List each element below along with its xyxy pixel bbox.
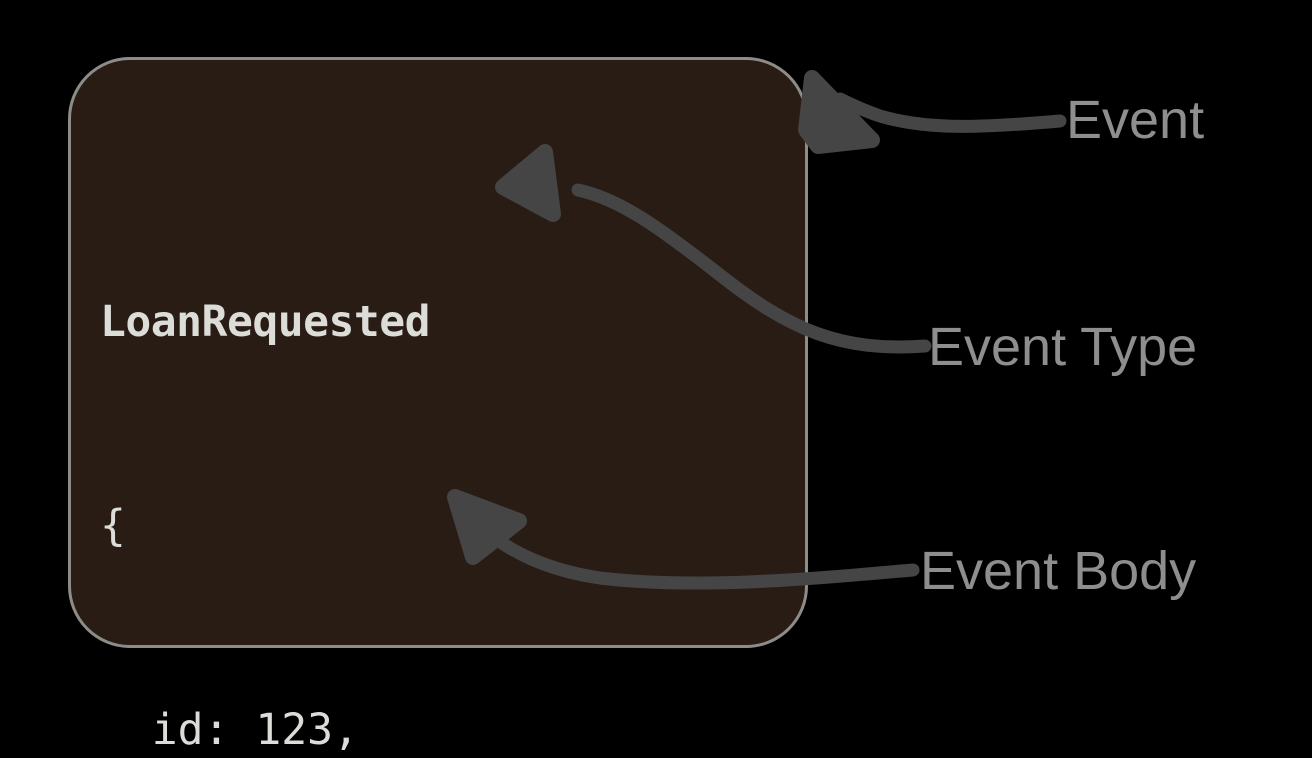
event-type-line: LoanRequested <box>100 297 431 347</box>
json-field-id: id: 123, <box>100 705 359 755</box>
annotation-label-event-body: Event Body <box>920 541 1197 601</box>
annotation-label-event: Event <box>1066 90 1205 150</box>
json-open-brace: { <box>100 501 126 551</box>
event-card: LoanRequested { id: 123, amount: 100, bo… <box>68 57 808 755</box>
event-arrow <box>798 70 1067 154</box>
annotation-label-event-type: Event Type <box>928 317 1198 377</box>
event-code-block: LoanRequested { id: 123, amount: 100, bo… <box>100 152 695 758</box>
